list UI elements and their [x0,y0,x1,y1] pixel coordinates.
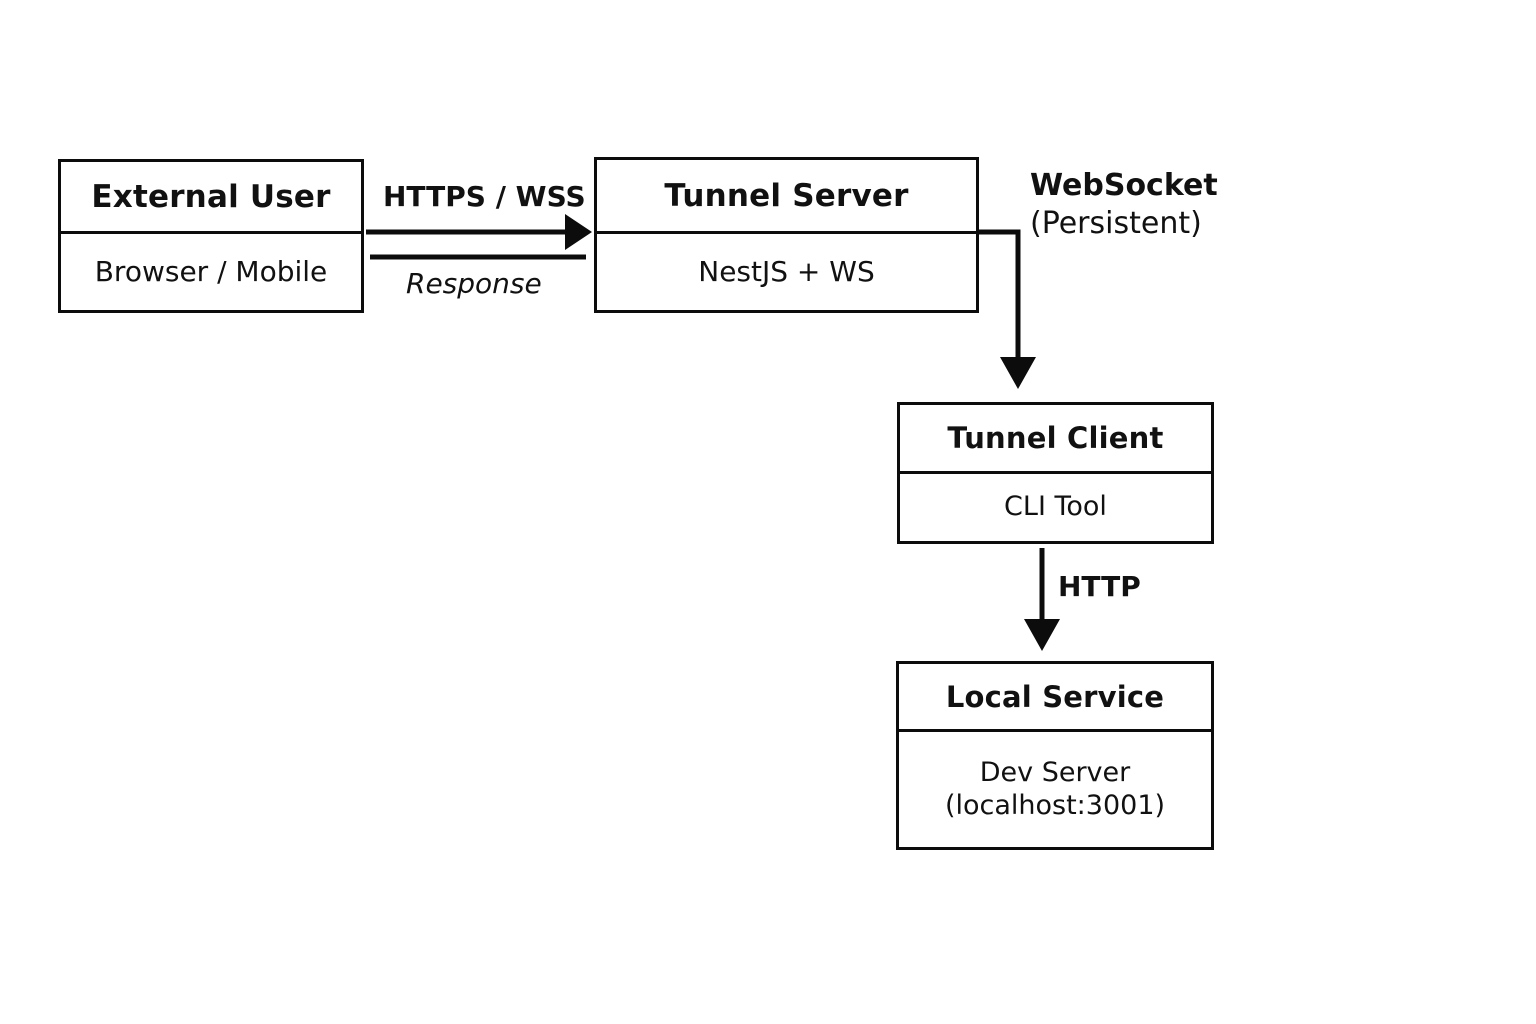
node-tunnel-server-subtitle-line-1: NestJS + WS [698,254,875,288]
node-tunnel-client-subtitle: CLI Tool [900,474,1211,541]
node-external-user-subtitle-line-1: Browser / Mobile [94,254,328,288]
node-external-user-title: External User [61,162,361,234]
node-local-service[interactable]: Local Service Dev Server (localhost:3001… [896,661,1214,850]
node-local-service-title: Local Service [899,664,1211,732]
edge-user-to-server [366,214,592,250]
edge-label-websocket: WebSocket (Persistent) [1030,167,1218,242]
node-external-user-subtitle: Browser / Mobile [61,234,361,310]
edge-label-websocket-main: WebSocket [1030,168,1218,203]
node-local-service-subtitle-line-1: Dev Server [979,756,1131,788]
node-tunnel-client-subtitle-line-1: CLI Tool [1004,491,1107,523]
node-external-user[interactable]: External User Browser / Mobile [58,159,364,313]
node-tunnel-server-subtitle: NestJS + WS [597,234,976,310]
node-tunnel-client-title: Tunnel Client [900,405,1211,474]
node-tunnel-server-title: Tunnel Server [597,160,976,234]
node-tunnel-server[interactable]: Tunnel Server NestJS + WS [594,157,979,313]
edge-label-https-wss: HTTPS / WSS [383,180,586,213]
edge-label-response: Response [406,267,542,300]
node-local-service-subtitle: Dev Server (localhost:3001) [899,732,1211,847]
edge-client-to-local [1024,548,1060,651]
edge-label-websocket-note: (Persistent) [1030,205,1202,241]
node-local-service-subtitle-line-2: (localhost:3001) [944,789,1166,821]
edge-label-http: HTTP [1058,570,1141,603]
edge-server-to-client [978,229,1036,389]
node-tunnel-client[interactable]: Tunnel Client CLI Tool [897,402,1214,544]
